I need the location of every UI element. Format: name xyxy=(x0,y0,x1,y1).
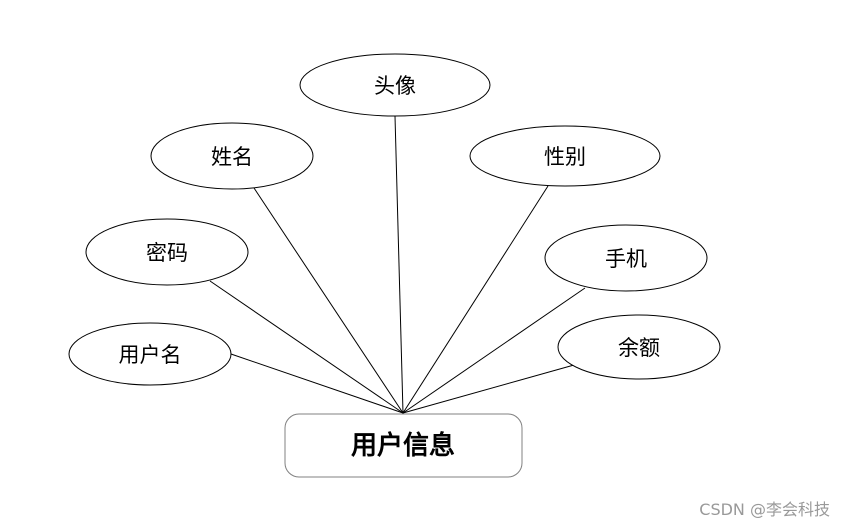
attribute-name: 姓名 xyxy=(150,122,314,190)
watermark-text: CSDN @李会科技 xyxy=(699,500,830,519)
attribute-phone-label: 手机 xyxy=(605,247,647,271)
entity-user-info: 用户信息 xyxy=(284,413,523,478)
attribute-gender-ellipse xyxy=(469,125,661,187)
attribute-phone-ellipse xyxy=(544,224,708,292)
connector-lines xyxy=(209,115,586,414)
attribute-gender-label: 性别 xyxy=(544,145,586,169)
connector-line-username xyxy=(230,353,404,414)
connector-line-gender xyxy=(402,185,549,414)
connector-line-password xyxy=(209,280,404,414)
connector-line-phone xyxy=(402,287,586,414)
attribute-avatar-label: 头像 xyxy=(374,74,416,98)
attribute-phone: 手机 xyxy=(544,224,708,292)
connector-line-balance xyxy=(402,364,575,414)
entity-user-info-box xyxy=(284,413,523,478)
attribute-password-ellipse xyxy=(85,218,249,286)
attribute-username-label: 用户名 xyxy=(119,343,182,367)
attribute-gender: 性别 xyxy=(469,125,661,187)
connector-line-name xyxy=(253,187,404,414)
entity-user-info-label: 用户信息 xyxy=(351,430,455,461)
attribute-password-label: 密码 xyxy=(146,241,188,265)
attribute-balance-label: 余额 xyxy=(618,336,660,360)
attribute-balance: 余额 xyxy=(557,314,721,380)
attribute-password: 密码 xyxy=(85,218,249,286)
attribute-balance-ellipse xyxy=(557,314,721,380)
attribute-avatar-ellipse xyxy=(299,53,491,117)
attribute-avatar: 头像 xyxy=(299,53,491,117)
attribute-name-label: 姓名 xyxy=(211,145,253,169)
attribute-name-ellipse xyxy=(150,122,314,190)
attribute-username: 用户名 xyxy=(68,322,232,386)
connector-line-avatar xyxy=(394,115,404,414)
attribute-username-ellipse xyxy=(68,322,232,386)
